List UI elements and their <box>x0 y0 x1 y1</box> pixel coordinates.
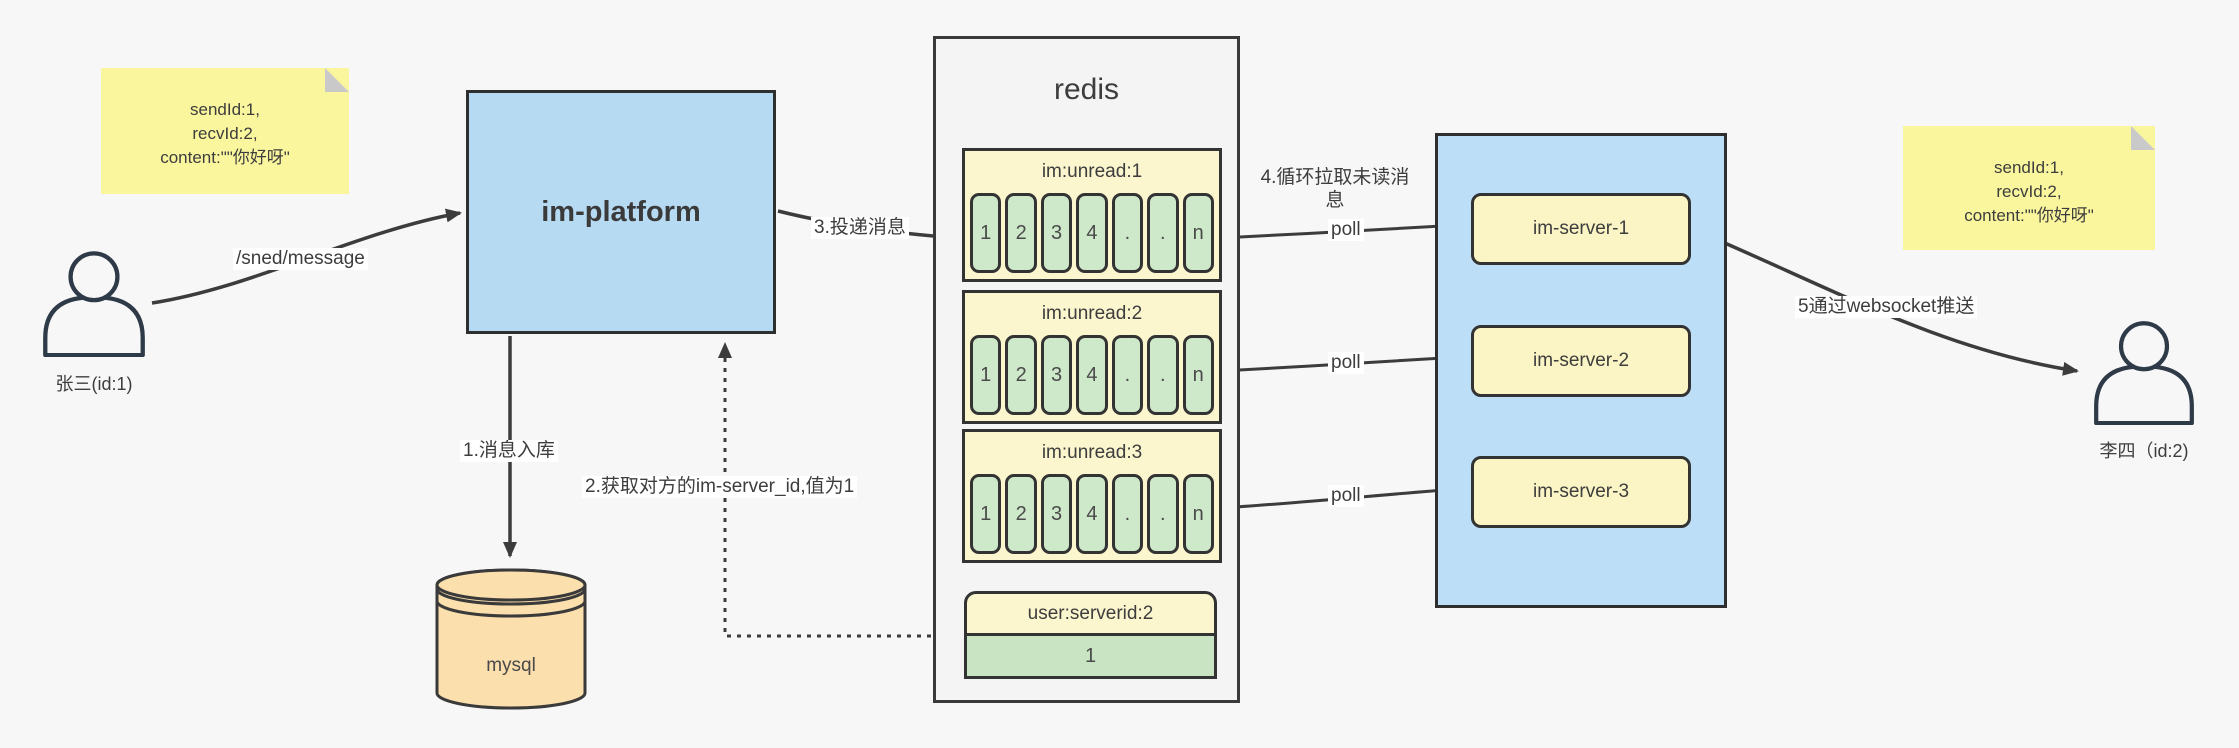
queue-cell: . <box>1147 474 1179 554</box>
note-line: recvId:2, <box>1996 182 2062 201</box>
platform-node: im-platform <box>466 90 776 334</box>
person-icon-receiver <box>2094 321 2194 425</box>
queue-cell: 1 <box>970 474 1002 554</box>
server-node-3: im-server-3 <box>1471 456 1691 528</box>
note-line: content:""你好呀" <box>1964 206 2094 225</box>
redis-panel: redis im:unread:1 1 2 3 4 . . n im:unrea… <box>933 36 1240 703</box>
queue-header: im:unread:1 <box>1041 161 1143 182</box>
note-line: sendId:1, <box>190 100 260 119</box>
queue-cells: 1 2 3 4 . . n <box>965 474 1219 554</box>
queue-box-unread-2: im:unread:2 1 2 3 4 . . n <box>962 290 1222 424</box>
queue-cell: . <box>1111 474 1144 554</box>
sticky-note-left: sendId:1, recvId:2, content:""你好呀" <box>101 68 349 194</box>
queue-header: im:unread:3 <box>1041 442 1143 463</box>
label-step3: 3.投递消息 <box>811 217 909 239</box>
queue-cell: 3 <box>1040 335 1073 415</box>
label-send-endpoint: /sned/message <box>233 248 368 270</box>
queue-cell: 3 <box>1040 193 1073 273</box>
server-label: im-server-2 <box>1532 350 1630 371</box>
person-icon-sender <box>43 251 145 357</box>
queue-cell: . <box>1147 193 1179 273</box>
sticky-note-right: sendId:1, recvId:2, content:""你好呀" <box>1903 126 2155 250</box>
queue-cell: n <box>1182 193 1214 273</box>
note-fold-icon <box>2131 126 2155 150</box>
label-poll-3: poll <box>1328 485 1364 507</box>
queue-cell: 1 <box>970 335 1002 415</box>
mysql-label: mysql <box>486 655 536 676</box>
queue-box-unread-3: im:unread:3 1 2 3 4 . . n <box>962 429 1222 563</box>
platform-label: im-platform <box>541 195 701 228</box>
servers-panel: im-server-1 im-server-2 im-server-3 <box>1435 133 1727 608</box>
note-line: recvId:2, <box>192 124 258 143</box>
queue-cell: . <box>1111 193 1144 273</box>
actor-label-sender: 张三(id:1) <box>55 374 133 394</box>
queue-box-unread-1: im:unread:1 1 2 3 4 . . n <box>962 148 1222 282</box>
mysql-node: mysql <box>433 563 589 715</box>
queue-cell: 4 <box>1076 474 1108 554</box>
note-fold-icon <box>325 68 349 92</box>
redis-title: redis <box>1053 73 1120 106</box>
label-step1: 1.消息入库 <box>460 440 558 462</box>
kv-header: user:serverid:2 <box>964 591 1217 636</box>
queue-cells: 1 2 3 4 . . n <box>965 335 1219 415</box>
queue-cell: 2 <box>1005 474 1037 554</box>
label-poll-1: poll <box>1328 219 1364 241</box>
kv-value: 1 <box>964 633 1217 679</box>
note-line: content:""你好呀" <box>160 148 290 167</box>
server-node-1: im-server-1 <box>1471 193 1691 265</box>
queue-cell: 1 <box>970 193 1002 273</box>
server-label: im-server-3 <box>1532 481 1630 502</box>
label-step5: 5通过websocket推送 <box>1795 296 1978 318</box>
queue-cell: 3 <box>1040 474 1073 554</box>
label-poll-2: poll <box>1328 352 1364 374</box>
queue-cell: 2 <box>1005 335 1037 415</box>
queue-cell: n <box>1182 474 1214 554</box>
note-line: sendId:1, <box>1994 158 2064 177</box>
actor-label-receiver: 李四（id:2) <box>2099 441 2189 461</box>
queue-cell: 4 <box>1076 335 1108 415</box>
queue-cell: n <box>1182 335 1214 415</box>
queue-cell: . <box>1111 335 1144 415</box>
queue-cell: 4 <box>1076 193 1108 273</box>
queue-cell: 2 <box>1005 193 1037 273</box>
queue-cell: . <box>1147 335 1179 415</box>
label-step2: 2.获取对方的im-server_id,值为1 <box>582 476 858 498</box>
database-cylinder-icon: mysql <box>435 568 587 710</box>
queue-cells: 1 2 3 4 . . n <box>965 193 1219 273</box>
kv-box-user-serverid: user:serverid:2 1 <box>964 591 1217 679</box>
server-node-2: im-server-2 <box>1471 325 1691 397</box>
queue-header: im:unread:2 <box>1041 303 1143 324</box>
label-step4: 4.循环拉取未读消息 <box>1260 167 1410 211</box>
server-label: im-server-1 <box>1532 218 1630 239</box>
